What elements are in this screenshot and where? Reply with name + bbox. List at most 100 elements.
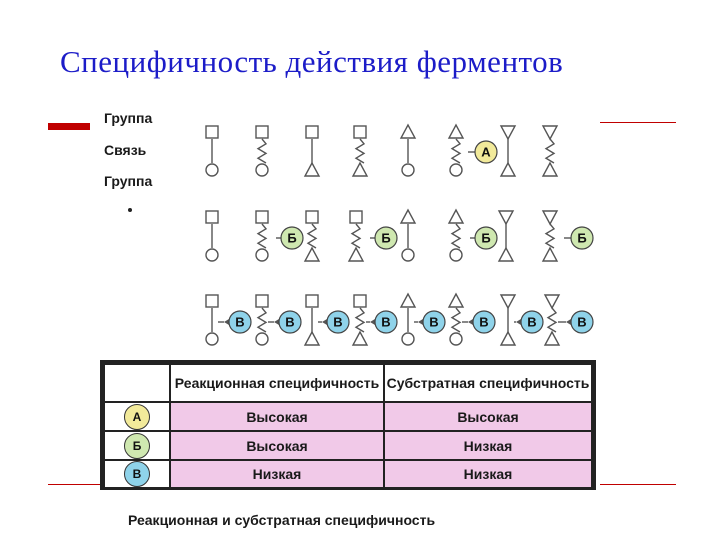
legend-dot (128, 208, 132, 212)
enzyme-b-icon (280, 226, 304, 250)
square-group-shape (255, 294, 269, 308)
circle-group-shape (449, 332, 463, 346)
enzyme-c-icon (326, 310, 350, 334)
enzyme-c-icon (472, 310, 496, 334)
triangle-group-shape (399, 208, 417, 224)
bond-zigzag (306, 223, 318, 249)
legend-group-top: Группа (104, 110, 153, 126)
arrow-head (224, 319, 229, 325)
specificity-table: Реакционная специфичность Субстратная сп… (100, 360, 596, 490)
enzyme-c-icon (422, 310, 446, 334)
enzyme-c-icon-label: В (577, 315, 586, 330)
square-group-shape (205, 125, 219, 139)
enzyme-b-badge: Б (124, 432, 150, 459)
enzyme-a-badge: А (124, 403, 150, 430)
enzyme-c-icon-label: В (235, 315, 244, 330)
triangle-group-shape (351, 330, 369, 346)
triangle-group-shape (303, 330, 321, 346)
bond-zigzag (354, 307, 366, 333)
table-row: А Высокая Высокая (103, 401, 593, 432)
triangle-group-shape (543, 330, 561, 346)
cell-reaction-a: Высокая (169, 401, 385, 432)
square-group-shape (255, 125, 269, 139)
legend-bond: Связь (104, 142, 147, 158)
accent-line-bottom-right (600, 484, 676, 485)
triangle-group-shape (447, 208, 465, 224)
triangle-group-shape (399, 292, 417, 308)
triangle-group-shape (351, 161, 369, 177)
circle-group-shape (205, 163, 219, 177)
circle-group-shape (449, 163, 463, 177)
enzyme-b-icon-label: Б (577, 231, 586, 246)
circle-group-shape (401, 248, 415, 262)
bond-zigzag (256, 307, 268, 333)
enzyme-c-icon (228, 310, 252, 334)
triangle-group-shape (347, 246, 365, 262)
enzyme-b-icon (570, 226, 594, 250)
triangle-group-shape (447, 292, 465, 308)
enzyme-b-icon-label: Б (381, 231, 390, 246)
bond-zigzag (544, 223, 556, 249)
arrow-head (274, 319, 279, 325)
enzyme-c-icon (520, 310, 544, 334)
figure-caption: Реакционная и субстратная специфичность (128, 512, 436, 528)
triangle-group-shape (447, 123, 465, 139)
square-group-shape (305, 125, 319, 139)
bond-zigzag (544, 138, 556, 164)
triangle-group-shape (303, 246, 321, 262)
cell-substrate-b: Низкая (383, 430, 593, 461)
arrow-head (418, 319, 423, 325)
legend-group-bottom: Группа (104, 173, 153, 189)
triangle-down-group-shape (497, 210, 515, 226)
enzyme-c-icon (278, 310, 302, 334)
arrow-head (370, 319, 375, 325)
arrow-head (566, 319, 571, 325)
bond-zigzag (450, 223, 462, 249)
bond-zigzag (546, 307, 558, 333)
table-header-reaction: Реакционная специфичность (169, 363, 385, 403)
bond-zigzag (450, 307, 462, 333)
square-group-shape (305, 210, 319, 224)
cell-reaction-b: Высокая (169, 430, 385, 461)
bond-zigzag (450, 138, 462, 164)
arrow-head (468, 319, 473, 325)
bond-zigzag (256, 223, 268, 249)
enzyme-a-icon-label: А (481, 145, 491, 160)
enzyme-c-icon-label: В (429, 315, 438, 330)
enzyme-c-icon-label: В (479, 315, 488, 330)
slide-title: Специфичность действия ферментов (60, 44, 564, 79)
enzyme-c-badge: В (124, 461, 150, 487)
circle-group-shape (401, 163, 415, 177)
square-group-shape (349, 210, 363, 224)
square-group-shape (205, 294, 219, 308)
triangle-down-group-shape (499, 125, 517, 141)
square-group-shape (205, 210, 219, 224)
accent-line-top-right (600, 122, 676, 123)
enzyme-b-icon-label: Б (481, 231, 490, 246)
triangle-group-shape (541, 161, 559, 177)
triangle-group-shape (499, 330, 517, 346)
circle-group-shape (205, 332, 219, 346)
accent-line-bottom-left (48, 484, 100, 485)
square-group-shape (353, 294, 367, 308)
triangle-down-group-shape (541, 125, 559, 141)
triangle-group-shape (499, 161, 517, 177)
enzyme-c-icon-label: В (285, 315, 294, 330)
circle-group-shape (255, 332, 269, 346)
arrow-head (322, 319, 327, 325)
enzyme-b-icon (374, 226, 398, 250)
bond-zigzag (256, 138, 268, 164)
enzyme-a-icon (474, 140, 498, 164)
cell-reaction-c: Низкая (169, 459, 385, 489)
square-group-shape (305, 294, 319, 308)
square-group-shape (255, 210, 269, 224)
bond-zigzag (354, 138, 366, 164)
triangle-group-shape (497, 246, 515, 262)
triangle-down-group-shape (541, 210, 559, 226)
cell-substrate-a: Высокая (383, 401, 593, 432)
table-row: Б Высокая Низкая (103, 430, 593, 461)
table-header-empty (103, 363, 171, 403)
arrow-head (516, 319, 521, 325)
table-header-substrate: Субстратная специфичность (383, 363, 593, 403)
enzyme-b-icon-label: Б (287, 231, 296, 246)
